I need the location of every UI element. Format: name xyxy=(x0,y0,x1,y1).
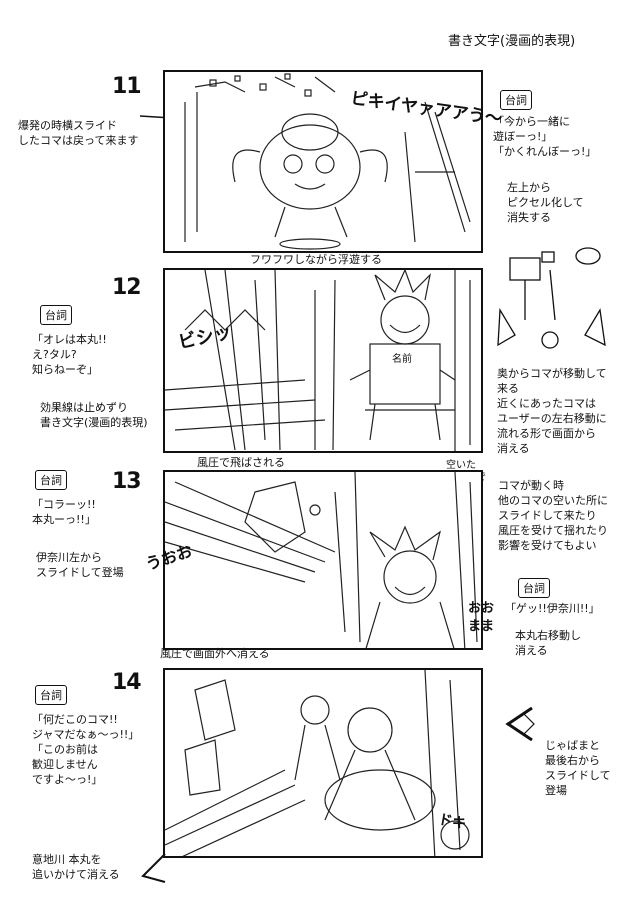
dialogue-text: 「ゲッ!!伊奈川!!」 xyxy=(505,602,600,615)
dialogue-text: 「コラーッ!! 本丸ーっ!!」 xyxy=(32,498,96,526)
panel-movement-diagram xyxy=(497,247,606,349)
arrow-icon xyxy=(141,853,166,883)
panel-caption: フワフワしながら浮遊する xyxy=(250,253,382,266)
panel-12-sketch xyxy=(165,270,471,451)
dialogue-tag: 台詞 xyxy=(500,90,532,110)
storyboard-panel-11 xyxy=(163,70,483,253)
annotation-note: コマが動く時 他のコマの空いた所に スライドして来たり 風圧を受けて揺れたり 影… xyxy=(498,479,608,552)
panel-14-sketch xyxy=(165,670,470,856)
storyboard-panel-14 xyxy=(163,668,483,858)
panel-number: 12 xyxy=(112,275,142,300)
dialogue-tag: 台詞 xyxy=(518,578,550,598)
annotation-note: 効果線は止めずり 書き文字(漫画的表現) xyxy=(40,401,148,429)
arrow-icon xyxy=(505,706,535,742)
dialogue-text: 「何だこのコマ!! ジャマだなぁ〜っ!!」 「このお前は 歓迎しません ですよ〜… xyxy=(32,713,140,786)
storyboard-panel-12 xyxy=(163,268,483,453)
panel-number: 13 xyxy=(112,469,142,494)
annotation-note: 左上から ピクセル化して 消失する xyxy=(507,181,584,224)
panel-number: 11 xyxy=(112,74,142,99)
storyboard-panel-13 xyxy=(163,470,483,650)
annotation-note: 風圧で飛ばされる xyxy=(197,456,285,469)
annotation-note: 爆発の時横スライド したコマは戻って来ます xyxy=(18,119,139,147)
annotation-note: 伊奈川左から スライドして登場 xyxy=(36,551,124,579)
dialogue-tag: 台詞 xyxy=(40,305,72,325)
dialogue-tag: 台詞 xyxy=(35,685,67,705)
side-label: 名前 xyxy=(392,354,412,365)
annotation-note: じゃばまと 最後右から スライドして 登場 xyxy=(545,739,611,797)
panel-13-sketch xyxy=(165,472,478,648)
panel-number: 14 xyxy=(112,670,142,695)
dialogue-text: 「オレは本丸!! え?タル? 知らねーぞ」 xyxy=(32,333,107,376)
page-title: 書き文字(漫画的表現) xyxy=(448,34,576,49)
panel-caption: 風圧で画面外へ消える xyxy=(160,647,270,660)
annotation-note: 奥からコマが移動して 来る 近くにあったコマは ユーザーの左右移動に 流れる形で… xyxy=(497,367,607,455)
annotation-note: 本丸右移動し 消える xyxy=(515,629,581,657)
panel-11-sketch xyxy=(184,73,471,250)
dialogue-tag: 台詞 xyxy=(35,470,67,490)
dialogue-text: 「今から一緒に 遊ぼーっ!」 「かくれんぼーっ!」 xyxy=(493,115,597,158)
annotation-note: 意地川 本丸を 追いかけて消える xyxy=(32,853,120,881)
sound-effect: おお まま xyxy=(468,601,495,634)
